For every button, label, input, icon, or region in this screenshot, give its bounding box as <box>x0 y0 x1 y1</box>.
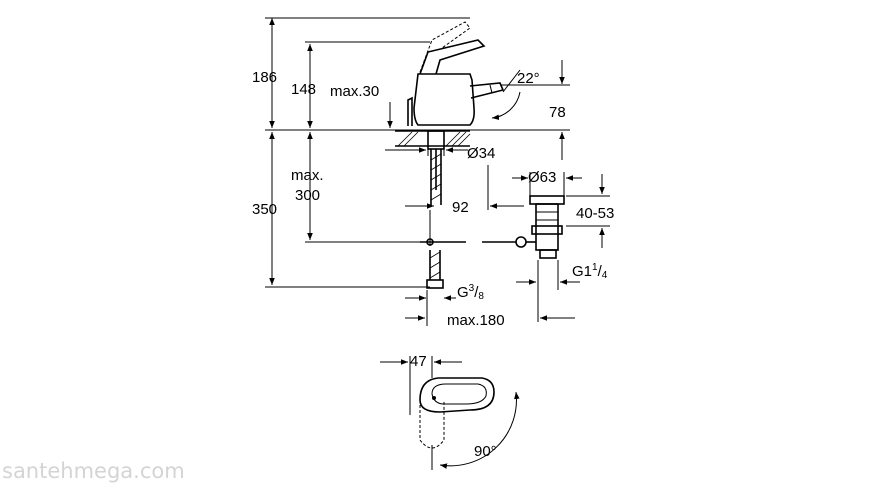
label-92: 92 <box>452 199 469 216</box>
label-g3-8: G3/8 <box>457 283 484 302</box>
label-47: 47 <box>410 353 427 370</box>
label-max300-line1: max. <box>291 167 324 184</box>
drain-pivot <box>515 236 527 248</box>
label-angle-90: 90° <box>474 443 497 460</box>
drain-flange <box>529 195 565 205</box>
dimension-labels: 186 148 max.30 22° 78 Ø34 max. 300 350 9… <box>252 69 614 460</box>
label-78: 78 <box>549 104 566 121</box>
faucet-body <box>413 73 475 126</box>
label-350: 350 <box>252 201 277 218</box>
supply-hose <box>430 149 442 205</box>
label-max180: max.180 <box>447 312 505 329</box>
hose-connector <box>426 279 444 289</box>
faucet-spout <box>469 82 505 99</box>
label-148: 148 <box>291 81 316 98</box>
pop-up-rod <box>407 96 413 126</box>
supply-hose-lower <box>429 250 441 280</box>
top-view-body <box>419 377 495 413</box>
faucet-lever-raised <box>419 21 471 73</box>
faucet-side-view <box>265 21 570 289</box>
label-max300-line2: 300 <box>295 187 320 204</box>
label-d63: Ø63 <box>528 169 556 186</box>
label-max30: max.30 <box>330 83 379 100</box>
faucet-lever <box>419 39 486 75</box>
drain-body <box>535 203 559 251</box>
watermark: santehmega.com <box>2 459 185 483</box>
waste-assembly <box>515 195 565 259</box>
countertop-slab <box>395 130 471 147</box>
dimension-lines <box>265 17 610 326</box>
faucet-top-view <box>380 356 520 470</box>
label-angle-22: 22° <box>517 70 540 87</box>
lever-rotated-outline <box>419 400 445 449</box>
label-g1-1-4: G11/4 <box>572 262 608 281</box>
label-40-53: 40-53 <box>576 205 614 222</box>
label-d34: Ø34 <box>467 145 495 162</box>
label-186: 186 <box>252 69 277 86</box>
